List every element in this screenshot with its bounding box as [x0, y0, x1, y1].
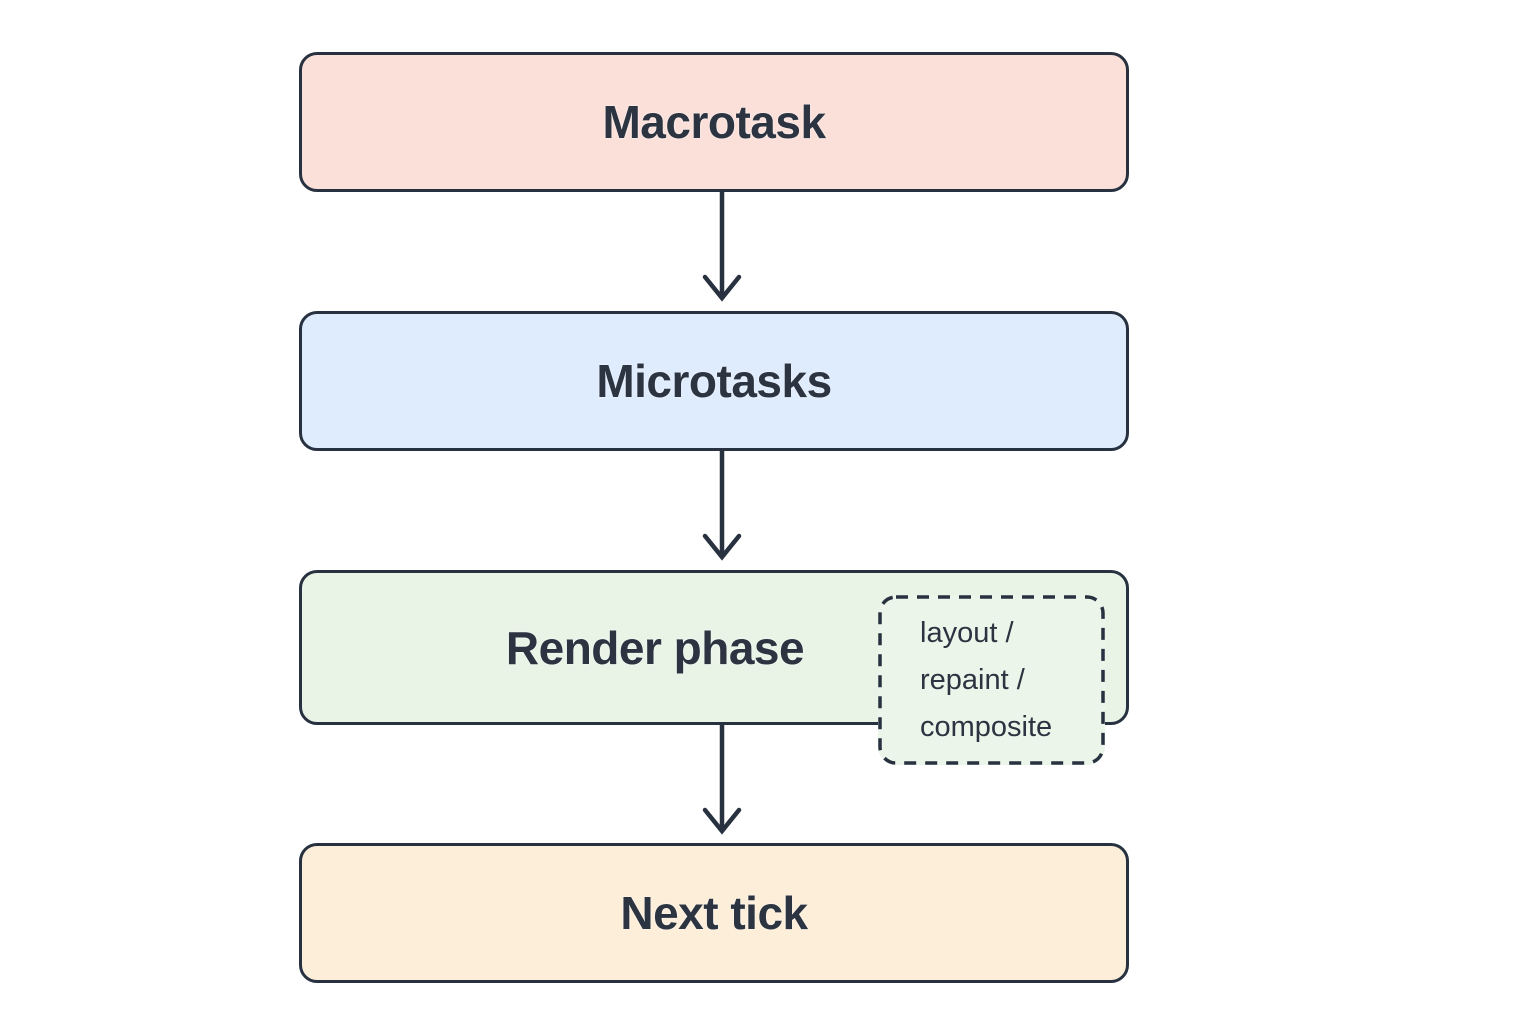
node-macrotask-label: Macrotask — [602, 96, 826, 148]
node-render-phase-label: Render phase — [505, 621, 805, 674]
node-macrotask: Macrotask — [299, 52, 1129, 192]
arrow-microtasks-to-render-phase — [702, 451, 742, 561]
arrow-render-phase-to-next-tick — [702, 725, 742, 835]
annotation-line-repaint: repaint / — [920, 663, 1025, 696]
node-next-tick: Next tick — [299, 843, 1129, 983]
annotation-line-layout: layout / — [920, 616, 1014, 649]
arrow-macrotask-to-microtasks — [702, 192, 742, 302]
node-microtasks: Microtasks — [299, 311, 1129, 451]
node-next-tick-label: Next tick — [620, 887, 808, 939]
annotation-line-composite: composite — [920, 710, 1053, 743]
node-microtasks-label: Microtasks — [596, 355, 832, 407]
render-phase-annotation: layout / repaint / composite — [878, 595, 1105, 765]
